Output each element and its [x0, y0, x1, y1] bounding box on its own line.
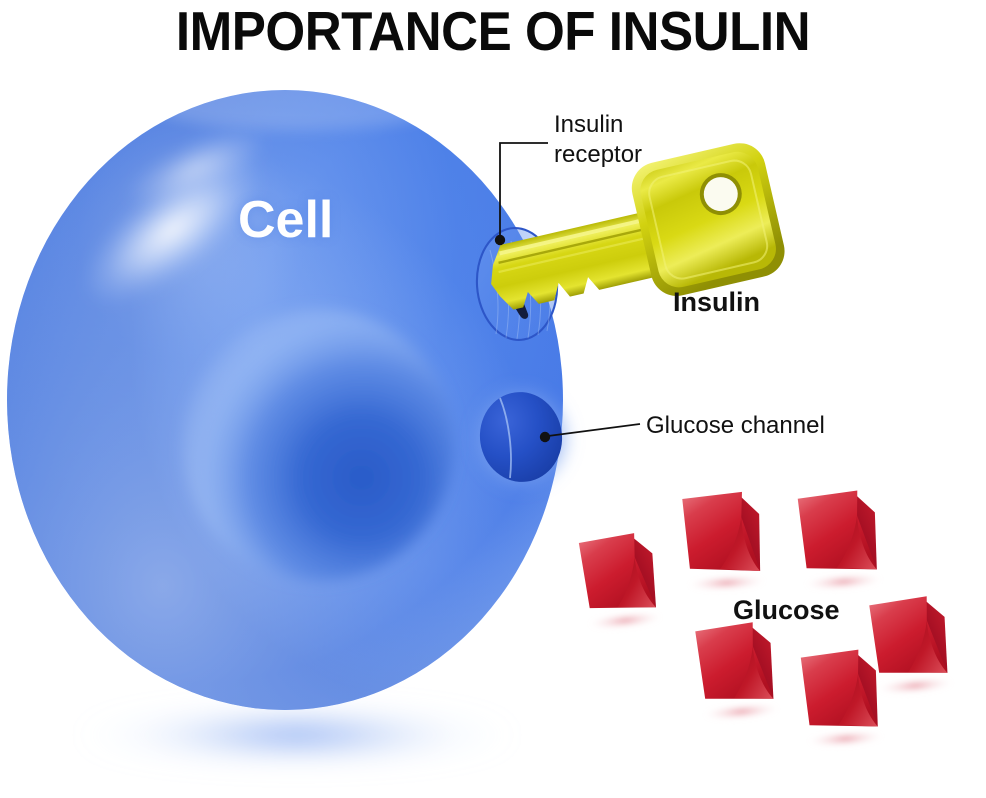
insulin-receptor-leader-line — [499, 142, 548, 238]
key-bow-bevel — [648, 159, 769, 280]
glucose-molecule[interactable] — [682, 491, 765, 592]
leader-lines — [494, 142, 641, 443]
glucose-molecule[interactable] — [869, 595, 953, 696]
insulin-receptor-label-line1: Insulin — [554, 111, 624, 138]
page-title: IMPORTANCE OF INSULIN — [175, 0, 811, 62]
glucose-label: Glucose — [733, 595, 840, 625]
glucose-fold — [836, 515, 877, 570]
glucose-shadow — [805, 574, 882, 590]
glucose-channel-highlight-line — [499, 397, 512, 479]
glucose-fold — [719, 516, 761, 572]
glucose-channel-leader-line — [547, 423, 641, 437]
glucose-molecule[interactable] — [578, 531, 662, 631]
insulin-label: Insulin — [673, 287, 760, 317]
glucose-channel-label: Glucose channel — [646, 412, 825, 439]
insulin-receptor-leader-dot — [494, 234, 506, 246]
key-shaft-group — [491, 143, 785, 310]
glucose-molecule[interactable] — [797, 489, 882, 591]
glucose-fold — [734, 646, 774, 699]
cell-label: Cell — [238, 191, 334, 249]
insulin-receptor-label-line2: receptor — [554, 141, 643, 168]
glucose-fold — [908, 620, 948, 673]
cell-specular-highlight — [82, 129, 267, 305]
glucose-channel-body — [479, 392, 563, 482]
glucose-fold — [838, 673, 878, 727]
glucose-fold — [617, 557, 656, 608]
glucose-channel-leader-dot — [539, 431, 551, 443]
key-blade-groove-2 — [498, 231, 671, 274]
insulin-key[interactable] — [473, 138, 790, 337]
cell-ground-shadow — [79, 705, 515, 765]
cell-nucleus — [182, 309, 454, 581]
cell-body — [7, 90, 563, 710]
glucose-molecule[interactable] — [800, 648, 883, 748]
insulin-receptor-label: Insulin receptor — [554, 110, 642, 170]
glucose-molecule[interactable] — [695, 621, 779, 722]
cell-rim-glow — [150, 90, 450, 130]
key-blade-groove — [498, 222, 669, 265]
key-bow-inner — [640, 151, 776, 288]
glucose-molecules — [578, 489, 953, 748]
key-blade-top-highlight — [498, 212, 667, 256]
glucose-shadow — [704, 703, 779, 720]
glucose-channel[interactable] — [470, 383, 574, 493]
key-hole — [703, 177, 738, 212]
glucose-shadow — [589, 612, 662, 629]
glucose-shadow — [878, 677, 953, 694]
glucose-shadow — [688, 575, 765, 591]
glucose-shadow — [808, 731, 883, 747]
